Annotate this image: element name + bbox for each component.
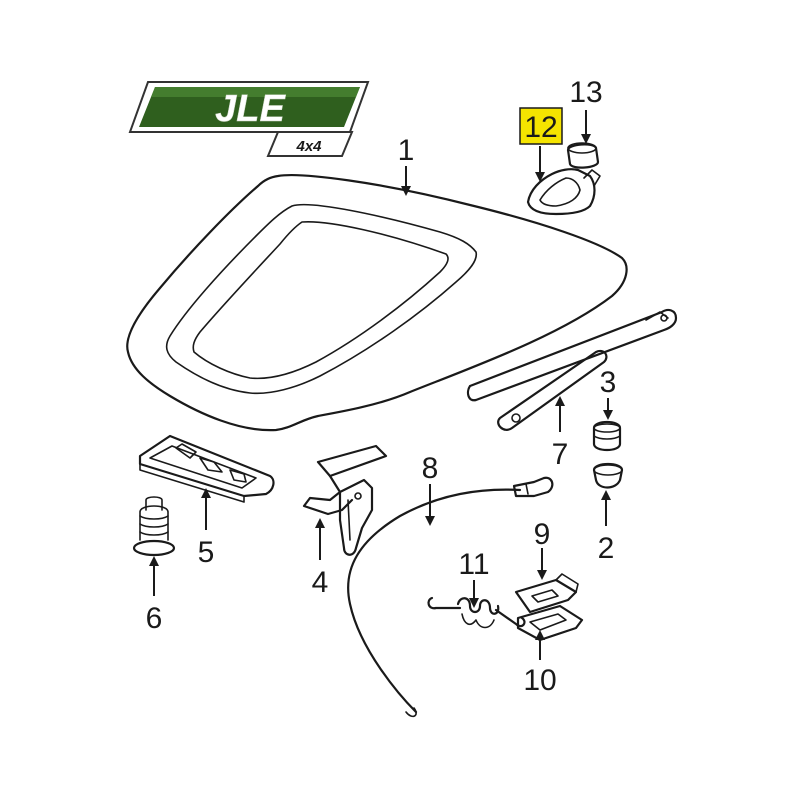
- callout-12-highlight: [519, 107, 563, 145]
- part-4-hinge: [302, 444, 388, 556]
- part-13-bumper: [566, 142, 600, 169]
- callout-labels: 1 2 3 4 5 6 7 8 9 10 11 12 13: [146, 76, 617, 697]
- part-11-spring: [427, 596, 526, 629]
- callout-12[interactable]: 12: [524, 111, 557, 144]
- part-12-bracket: [526, 168, 601, 216]
- callout-4[interactable]: 4: [312, 566, 329, 599]
- callout-3[interactable]: 3: [600, 366, 617, 399]
- logo-subtitle-text: 4x4: [295, 138, 322, 155]
- part-hood: [126, 174, 628, 432]
- callout-5[interactable]: 5: [198, 536, 215, 569]
- callout-11[interactable]: 11: [458, 548, 489, 581]
- part-5-latch: [138, 434, 275, 503]
- callout-13[interactable]: 13: [569, 76, 602, 109]
- part-2-cap: [592, 462, 624, 489]
- part-6-spring-bumper: [132, 496, 176, 557]
- part-3-bumper: [592, 420, 622, 452]
- part-7-prop-rod: [466, 308, 678, 431]
- jle-logo: JLE 4x4: [128, 81, 370, 157]
- callout-8[interactable]: 8: [422, 452, 439, 485]
- part-10-catch: [516, 604, 584, 642]
- part-9-bracket: [514, 573, 579, 614]
- callout-1[interactable]: 1: [398, 134, 415, 167]
- callout-7[interactable]: 7: [552, 438, 569, 471]
- callout-10[interactable]: 10: [523, 664, 556, 697]
- callout-6[interactable]: 6: [146, 602, 163, 635]
- part-8-cable: [347, 476, 554, 718]
- callout-2[interactable]: 2: [598, 532, 615, 565]
- logo-brand-text: JLE: [215, 88, 286, 130]
- leader-lines: [149, 110, 613, 660]
- callout-9[interactable]: 9: [534, 518, 551, 551]
